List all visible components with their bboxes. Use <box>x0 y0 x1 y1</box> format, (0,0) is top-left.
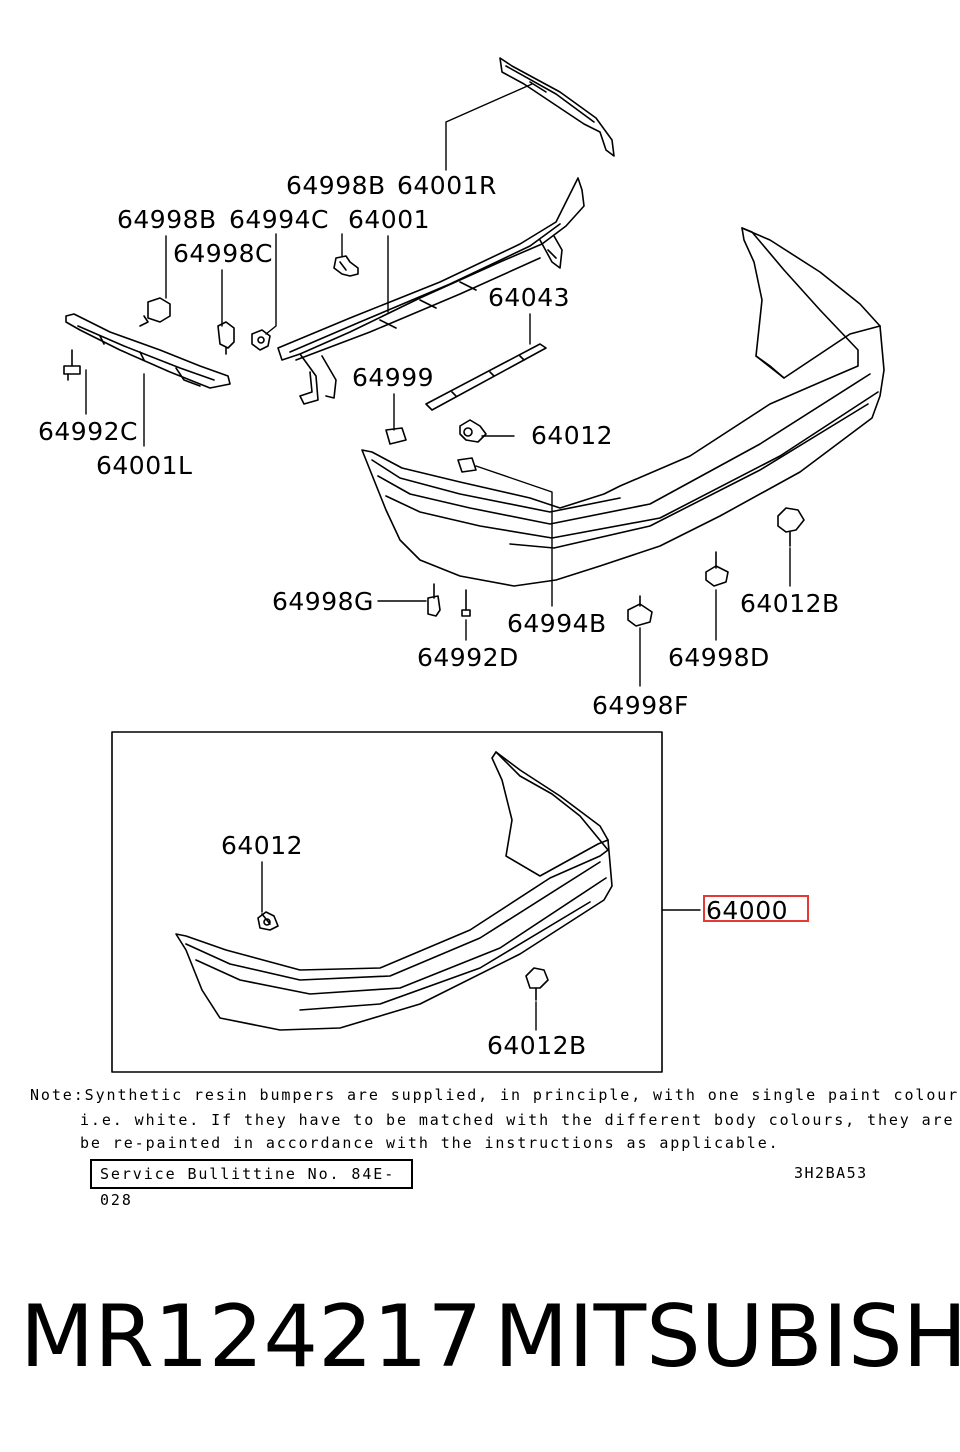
clip-64012-box <box>257 911 279 931</box>
label-64992d: 64992D <box>417 643 519 672</box>
bracket-64001r-drawing <box>499 57 615 157</box>
strip-64043-drawing <box>425 343 547 411</box>
bolt-64998d <box>705 551 729 587</box>
screw-64998g <box>427 583 441 617</box>
part-labels: 64998B 64001R 64998B 64994C 64001 64998C… <box>38 171 840 1060</box>
label-64012b-box: 64012B <box>487 1031 587 1060</box>
label-64994c: 64994C <box>229 205 329 234</box>
reinforcement-64001-drawing <box>277 177 585 405</box>
label-64999: 64999 <box>352 363 434 392</box>
clip-64012b-box <box>525 967 549 1001</box>
label-64043: 64043 <box>488 283 570 312</box>
highlight-box-64000 <box>703 895 809 922</box>
fastener-64998c <box>217 321 235 355</box>
part-number-caption: MR124217 <box>20 1287 483 1387</box>
leader-lines-box <box>261 861 537 1031</box>
leader-lines <box>85 83 791 687</box>
note-line-1: Note:Synthetic resin bumpers are supplie… <box>30 1086 960 1104</box>
label-64992c: 64992C <box>38 417 138 446</box>
label-64998g: 64998G <box>272 587 374 616</box>
bumper-inset-drawing <box>175 751 613 1031</box>
label-64001r: 64001R <box>397 171 497 200</box>
label-64001: 64001 <box>348 205 430 234</box>
assembly-inset-box <box>111 731 663 1073</box>
bolt-64992c <box>63 349 81 381</box>
label-64012b-top: 64012B <box>740 589 840 618</box>
note-line-3: be re-painted in accordance with the ins… <box>80 1134 780 1152</box>
service-bulletin-box: Service Bullittine No. 84E-028 <box>90 1159 413 1209</box>
label-64998b-top: 64998B <box>286 171 386 200</box>
label-64998b-left: 64998B <box>117 205 217 234</box>
clip-64012b-top <box>777 507 805 547</box>
nut-64999 <box>385 427 477 473</box>
label-64012-box: 64012 <box>221 831 303 860</box>
bracket-64001l-drawing <box>65 313 231 389</box>
label-64000: 64000 <box>706 896 788 925</box>
fastener-64998b-left <box>139 297 171 327</box>
note-line-2: i.e. white. If they have to be matched w… <box>80 1111 960 1129</box>
label-64998c: 64998C <box>173 239 273 268</box>
clip-64012-top <box>459 419 487 443</box>
nut-64998f <box>627 595 653 627</box>
screw-64992d <box>461 589 471 617</box>
label-64012-top: 64012 <box>531 421 613 450</box>
label-64998d: 64998D <box>668 643 770 672</box>
label-64994b: 64994B <box>507 609 607 638</box>
fastener-64998b-top <box>333 255 359 277</box>
label-64998f: 64998F <box>592 691 689 720</box>
brand-caption: MITSUBISHI <box>494 1287 960 1387</box>
diagram-code: 3H2BA53 <box>794 1164 868 1182</box>
label-64001l: 64001L <box>96 451 192 480</box>
clip-64994c <box>251 329 271 351</box>
